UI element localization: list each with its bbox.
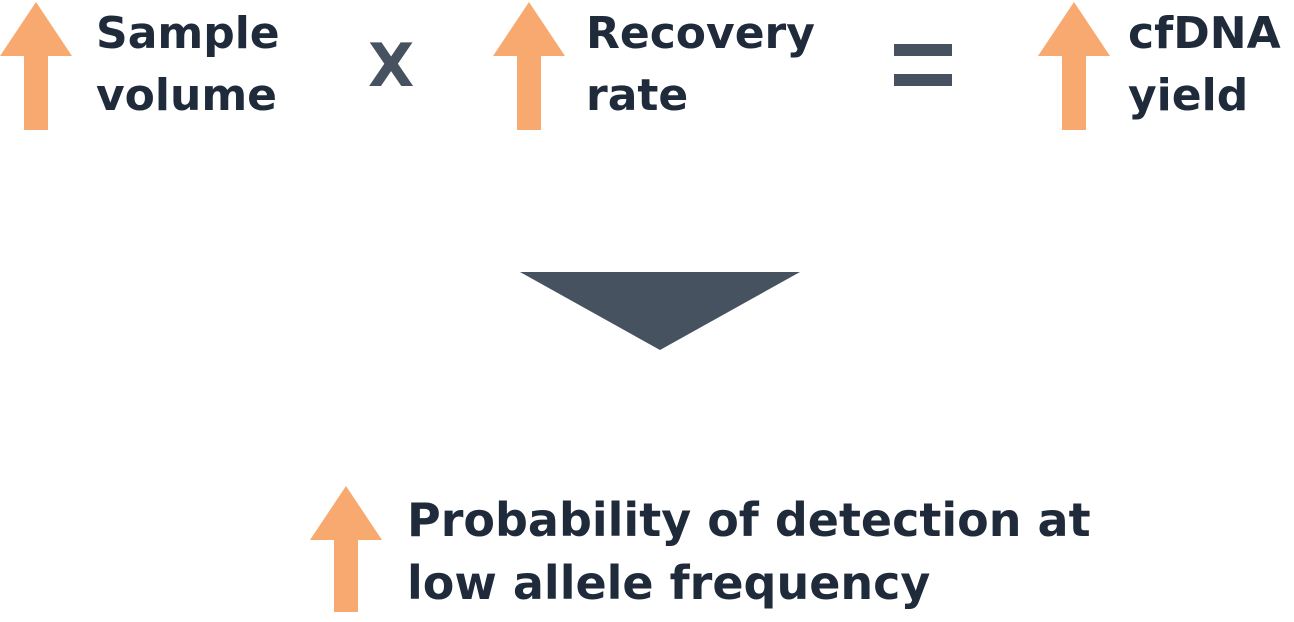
result: Probability of detection at low allele f… (310, 484, 1294, 622)
result-label: Probability of detection at low allele f… (407, 489, 1091, 615)
term-label-line1: Recovery (586, 8, 815, 59)
term-label: Recovery rate (586, 3, 815, 127)
term-label-line2: rate (586, 70, 689, 121)
down-triangle-icon (520, 272, 800, 350)
term-label-line2: volume (96, 70, 278, 121)
term-label: cfDNA yield (1128, 3, 1281, 127)
up-arrow-icon (1038, 2, 1110, 130)
term-sample-volume: Sample volume (0, 0, 300, 140)
equals-icon (894, 44, 952, 86)
up-arrow-icon (0, 2, 72, 130)
term-label: Sample volume (96, 3, 280, 127)
up-arrow-icon (493, 2, 565, 130)
term-label-line1: Sample (96, 8, 280, 59)
result-label-line2: low allele frequency (407, 556, 931, 610)
multiply-operator: X (368, 31, 415, 101)
term-cfdna-yield: cfDNA yield (1038, 0, 1294, 140)
term-recovery-rate: Recovery rate (493, 0, 815, 140)
result-label-line1: Probability of detection at (407, 493, 1091, 547)
up-arrow-icon (310, 486, 382, 612)
term-label-line1: cfDNA (1128, 8, 1281, 59)
term-label-line2: yield (1128, 70, 1249, 121)
